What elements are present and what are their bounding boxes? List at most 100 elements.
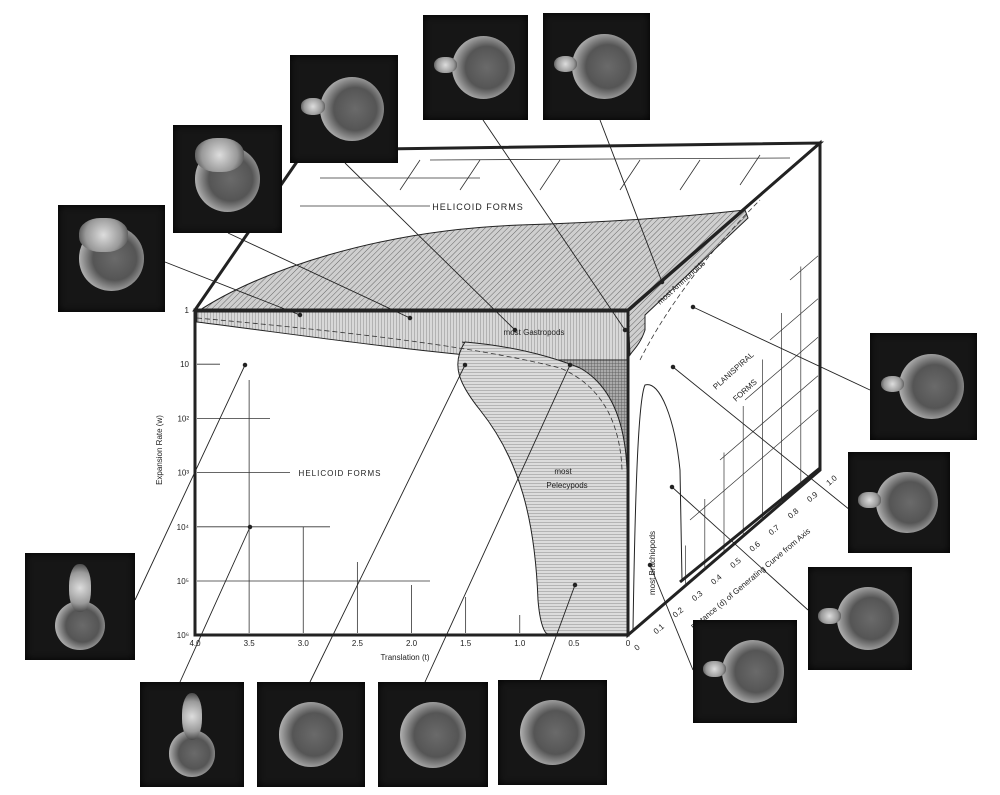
leader-point [690, 304, 696, 310]
shell-spire [194, 137, 244, 173]
shell-image [721, 640, 785, 703]
shell-spire [69, 563, 91, 612]
leader-line [671, 486, 809, 611]
leader-point [462, 362, 468, 368]
t-axis-ticks: 4.0 3.5 3.0 2.5 2.0 1.5 1.0 0.5 0 [189, 639, 630, 648]
shell-photo [808, 567, 912, 670]
d-tick-label: 0.1 [652, 622, 667, 636]
brachiopod-region-boundary [632, 384, 683, 631]
shell-spire [880, 375, 905, 393]
shell-photo [257, 682, 365, 787]
w-tick-label: 10³ [177, 469, 189, 478]
shell-spire [79, 217, 128, 252]
leader-point [407, 315, 413, 321]
shell-photo [423, 15, 528, 120]
shell-photo [140, 682, 244, 787]
d-tick-label: 0.6 [748, 539, 763, 553]
t-axis-label: Translation (t) [380, 653, 429, 662]
leader-point [572, 582, 578, 588]
leader-line [649, 564, 694, 671]
shell-spire [300, 98, 325, 115]
leader-point [622, 327, 628, 333]
leader-point [247, 524, 253, 530]
leader-line [344, 162, 516, 331]
shell-spire [818, 608, 842, 625]
leader-point [669, 484, 675, 490]
leader-line [424, 364, 571, 683]
leader-point [242, 362, 248, 368]
d-tick-label: 0 [633, 642, 643, 652]
leader-line [599, 119, 663, 283]
leader-line [672, 366, 851, 511]
shell-spire [553, 55, 578, 73]
w-axis-label: Expansion Rate (w) [155, 415, 164, 485]
shell-spire [703, 661, 727, 678]
d-tick-label: 0.2 [671, 605, 686, 619]
shell-image [876, 471, 938, 534]
leader-line [539, 584, 576, 681]
leader-point [567, 362, 573, 368]
d-tick-label: 0.3 [690, 589, 705, 603]
pelecypod-region [457, 341, 628, 635]
w-tick-label: 10⁴ [177, 523, 190, 532]
grid-line [719, 375, 819, 461]
pelecypods-label-2: Pelecypods [546, 481, 587, 490]
shell-image [452, 36, 515, 99]
t-tick-label: 1.5 [460, 639, 472, 648]
d-tick-label: 0.8 [786, 506, 801, 520]
shell-image [400, 701, 466, 768]
grid-line [744, 336, 819, 401]
w-tick-label: 10 [180, 360, 189, 369]
shell-photo [173, 125, 282, 233]
shell-photo [498, 680, 607, 785]
leader-point [659, 279, 665, 285]
w-tick-label: 1 [185, 306, 190, 315]
grid-line [769, 298, 819, 341]
d-axis-baseline [679, 466, 821, 584]
shell-photo [25, 553, 135, 660]
d-tick-label: 0.9 [805, 490, 820, 504]
top-helicoid-label: HELICOID FORMS [432, 202, 524, 212]
t-tick-label: 4.0 [189, 639, 201, 648]
shell-image [572, 34, 637, 99]
shell-image [899, 354, 964, 419]
t-tick-label: 0 [626, 639, 631, 648]
grid-line [689, 409, 819, 521]
planispiral-boundary [639, 199, 761, 361]
brachiopods-label: most Brachiopods [648, 531, 657, 595]
d-tick-label: 0.7 [767, 523, 782, 537]
leader-line [179, 526, 251, 683]
shell-spire [858, 492, 881, 509]
pelecypods-label-1: most [554, 467, 572, 476]
leader-line [134, 364, 246, 601]
shell-photo [870, 333, 977, 440]
t-tick-label: 2.5 [352, 639, 364, 648]
grid-line [789, 255, 819, 281]
shell-spire [433, 57, 457, 74]
leader-line [692, 306, 871, 391]
leader-line [227, 232, 411, 319]
ammonoid-region [627, 209, 749, 357]
leader-point [647, 562, 653, 568]
shell-image [278, 702, 344, 767]
shell-photo [848, 452, 950, 553]
t-tick-label: 3.5 [244, 639, 256, 648]
leader-point [670, 364, 676, 370]
shell-image [519, 699, 586, 766]
shell-photo [290, 55, 398, 163]
gastropod-lower-boundary [196, 317, 623, 471]
gastropod-region-top [195, 209, 747, 313]
leader-line [482, 119, 626, 331]
t-tick-label: 0.5 [568, 639, 580, 648]
d-tick-label: 0.4 [709, 572, 724, 586]
t-tick-label: 3.0 [298, 639, 310, 648]
shell-photo [693, 620, 797, 723]
front-helicoid-label: HELICOID FORMS [299, 469, 382, 478]
w-tick-label: 10⁵ [177, 577, 189, 586]
w-tick-label: 10⁶ [177, 631, 189, 640]
t-tick-label: 1.0 [514, 639, 526, 648]
d-tick-label: 1.0 [825, 473, 840, 487]
top-face-grid [300, 154, 791, 207]
t-tick-label: 2.0 [406, 639, 418, 648]
